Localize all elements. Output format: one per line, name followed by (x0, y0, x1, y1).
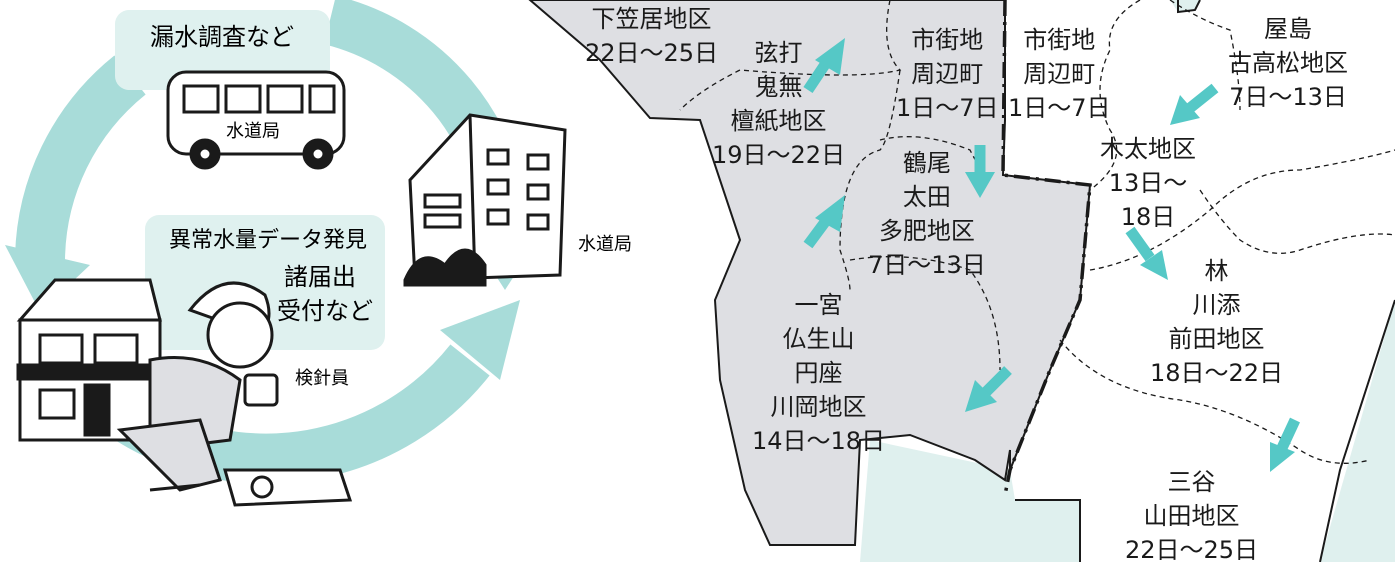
label-anomaly-data: 異常水量データ発見 (169, 228, 367, 253)
label-notifications: 諸届出 (284, 263, 356, 291)
district-name: 一宮 (794, 291, 843, 319)
label-meter-reader: 検針員 (295, 368, 349, 389)
district-name: 市街地 (1023, 26, 1096, 54)
district-name: 山田地区 (1143, 502, 1240, 530)
district-mitani: 三谷 山田地区 22日〜25日 (1125, 465, 1258, 567)
district-name: 前田地区 (1168, 325, 1265, 353)
district-dates: 7日〜13日 (868, 251, 986, 279)
arrow-to-tsurugi (803, 195, 845, 249)
coast-line (1015, 499, 1081, 562)
district-dates: 13日〜 (1108, 169, 1188, 197)
district-name: 太田 (902, 183, 951, 211)
district-shimokasai: 下笠居地区 22日〜25日 (585, 2, 718, 70)
district-dates: 7日〜13日 (1229, 83, 1347, 111)
district-name: 多肥地区 (878, 217, 975, 245)
arrow-to-tsuruo (965, 145, 995, 198)
meter-reader-icon (116, 281, 353, 507)
district-shigaichi-west: 市街地 周辺町 1日〜7日 (896, 23, 999, 125)
water-area-right (1320, 300, 1395, 562)
district-dates: 22日〜25日 (585, 39, 719, 67)
district-name: 鬼無 (754, 73, 803, 101)
arrow-to-mitani (1270, 417, 1300, 472)
coast-line-right (1319, 299, 1395, 562)
district-name: 鶴尾 (902, 149, 951, 177)
water-area-bottom (860, 440, 1080, 562)
coast-line-top (1177, 0, 1201, 14)
district-dates: 14日〜18日 (752, 427, 886, 455)
district-name: 屋島 (1264, 15, 1312, 43)
cycle-section: 漏水調査など 水道局 異常水量データ発見 諸届出 受付など 検針員 水道局 (5, 0, 632, 507)
arrow-to-hayashi (1125, 226, 1168, 280)
district-dates: 22日〜25日 (1125, 536, 1259, 564)
district-name: 三谷 (1167, 468, 1216, 496)
city-boundary (1001, 0, 1092, 496)
district-dates: 18日〜22日 (1150, 359, 1284, 387)
district-ichinomiya: 一宮 仏生山 円座 川岡地区 14日〜18日 (752, 288, 885, 458)
district-dates: 1日〜7日 (896, 94, 999, 122)
district-name: 下笠居地区 (591, 5, 712, 33)
district-name: 古高松地区 (1228, 49, 1348, 77)
house-icon (16, 278, 170, 442)
label-bus-waterworks: 水道局 (226, 121, 280, 142)
label-reception: 受付など (277, 297, 373, 325)
district-name: 円座 (794, 359, 843, 387)
district-yashima: 屋島 古高松地区 7日〜13日 (1228, 12, 1348, 114)
building-icon (403, 113, 567, 287)
bus-icon (166, 70, 346, 170)
district-name: 市街地 (911, 26, 984, 54)
label-building-waterworks: 水道局 (578, 234, 632, 255)
district-kita: 木太地区 13日〜 18日 (1100, 132, 1196, 234)
arrow-to-shimokasai (803, 38, 845, 94)
district-name: 周辺町 (1023, 60, 1096, 88)
label-leak-survey: 漏水調査など (150, 23, 294, 51)
arrow-to-kita (1170, 83, 1219, 125)
arrow-to-ichinomiya (965, 366, 1012, 412)
district-hayashi: 林 川添 前田地区 18日〜22日 (1150, 254, 1283, 390)
district-dates: 19日〜22日 (712, 141, 846, 169)
district-tsurugi: 弦打 鬼無 檀紙地区 19日〜22日 (712, 36, 845, 172)
district-name: 川岡地区 (770, 393, 867, 421)
district-name: 仏生山 (782, 325, 855, 353)
district-dates: 18日 (1120, 203, 1176, 231)
district-name: 川添 (1192, 291, 1241, 319)
district-tsuruo: 鶴尾 太田 多肥地区 7日〜13日 (868, 146, 986, 282)
district-name: 林 (1204, 257, 1229, 285)
district-dates: 1日〜7日 (1008, 94, 1111, 122)
district-name: 木太地区 (1100, 135, 1196, 163)
district-name: 弦打 (754, 39, 803, 67)
gray-region-west (528, 0, 1092, 546)
district-shigaichi-east: 市街地 周辺町 1日〜7日 (1008, 23, 1111, 125)
flow-arrows (803, 38, 1300, 472)
cycle-arrow-left (5, 55, 146, 312)
district-map (528, 0, 1395, 562)
district-name: 周辺町 (911, 60, 984, 88)
district-name: 檀紙地区 (730, 107, 827, 135)
label-box-top (115, 10, 330, 90)
